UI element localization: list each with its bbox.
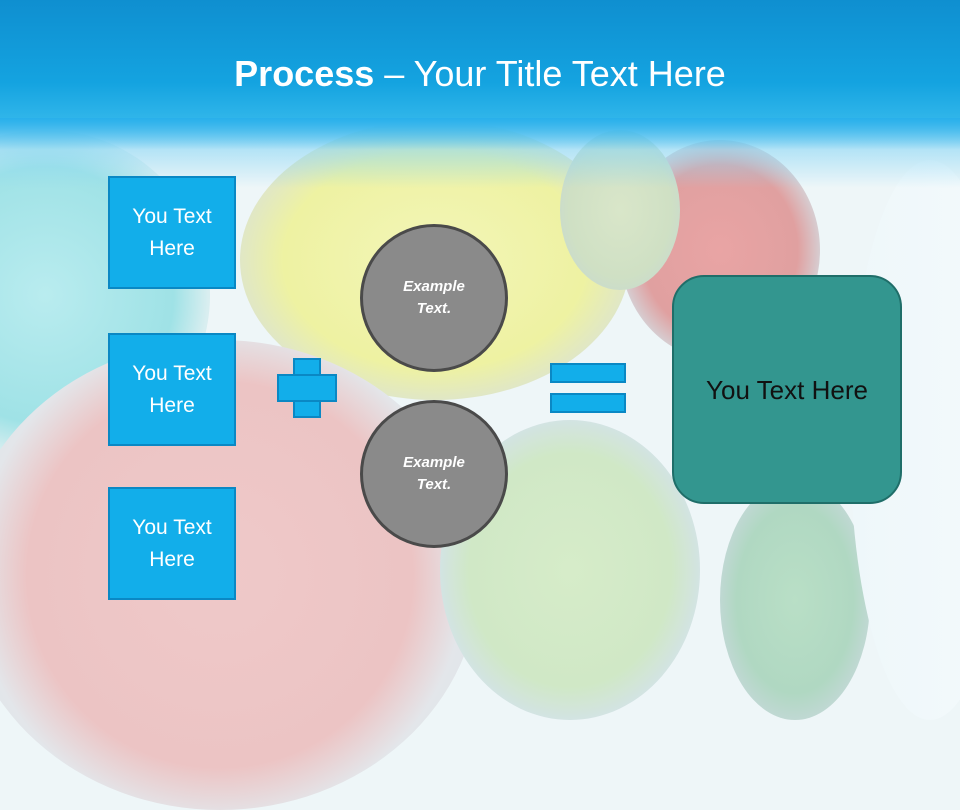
title-bold: Process — [234, 53, 375, 94]
title-rest: Your Title Text Here — [413, 53, 726, 94]
left-box-2-label: You Text Here — [132, 361, 212, 417]
left-box-1-label: You Text Here — [132, 204, 212, 260]
result-box-label: You Text Here — [706, 374, 868, 405]
title-separator: – — [374, 53, 414, 94]
left-box-1: You Text Here — [108, 176, 236, 289]
circle-bottom: Example Text. — [360, 400, 508, 548]
plus-icon-center — [295, 376, 319, 400]
left-box-2: You Text Here — [108, 333, 236, 446]
left-box-3: You Text Here — [108, 487, 236, 600]
slide-title: Process – Your Title Text Here — [0, 52, 960, 96]
left-box-3-label: You Text Here — [132, 515, 212, 571]
equals-icon-bottom-bar — [550, 393, 626, 413]
circle-top-label: Example Text. — [403, 278, 465, 317]
circle-bottom-label: Example Text. — [403, 454, 465, 493]
result-box: You Text Here — [672, 275, 902, 504]
equals-icon-top-bar — [550, 363, 626, 383]
circle-top: Example Text. — [360, 224, 508, 372]
